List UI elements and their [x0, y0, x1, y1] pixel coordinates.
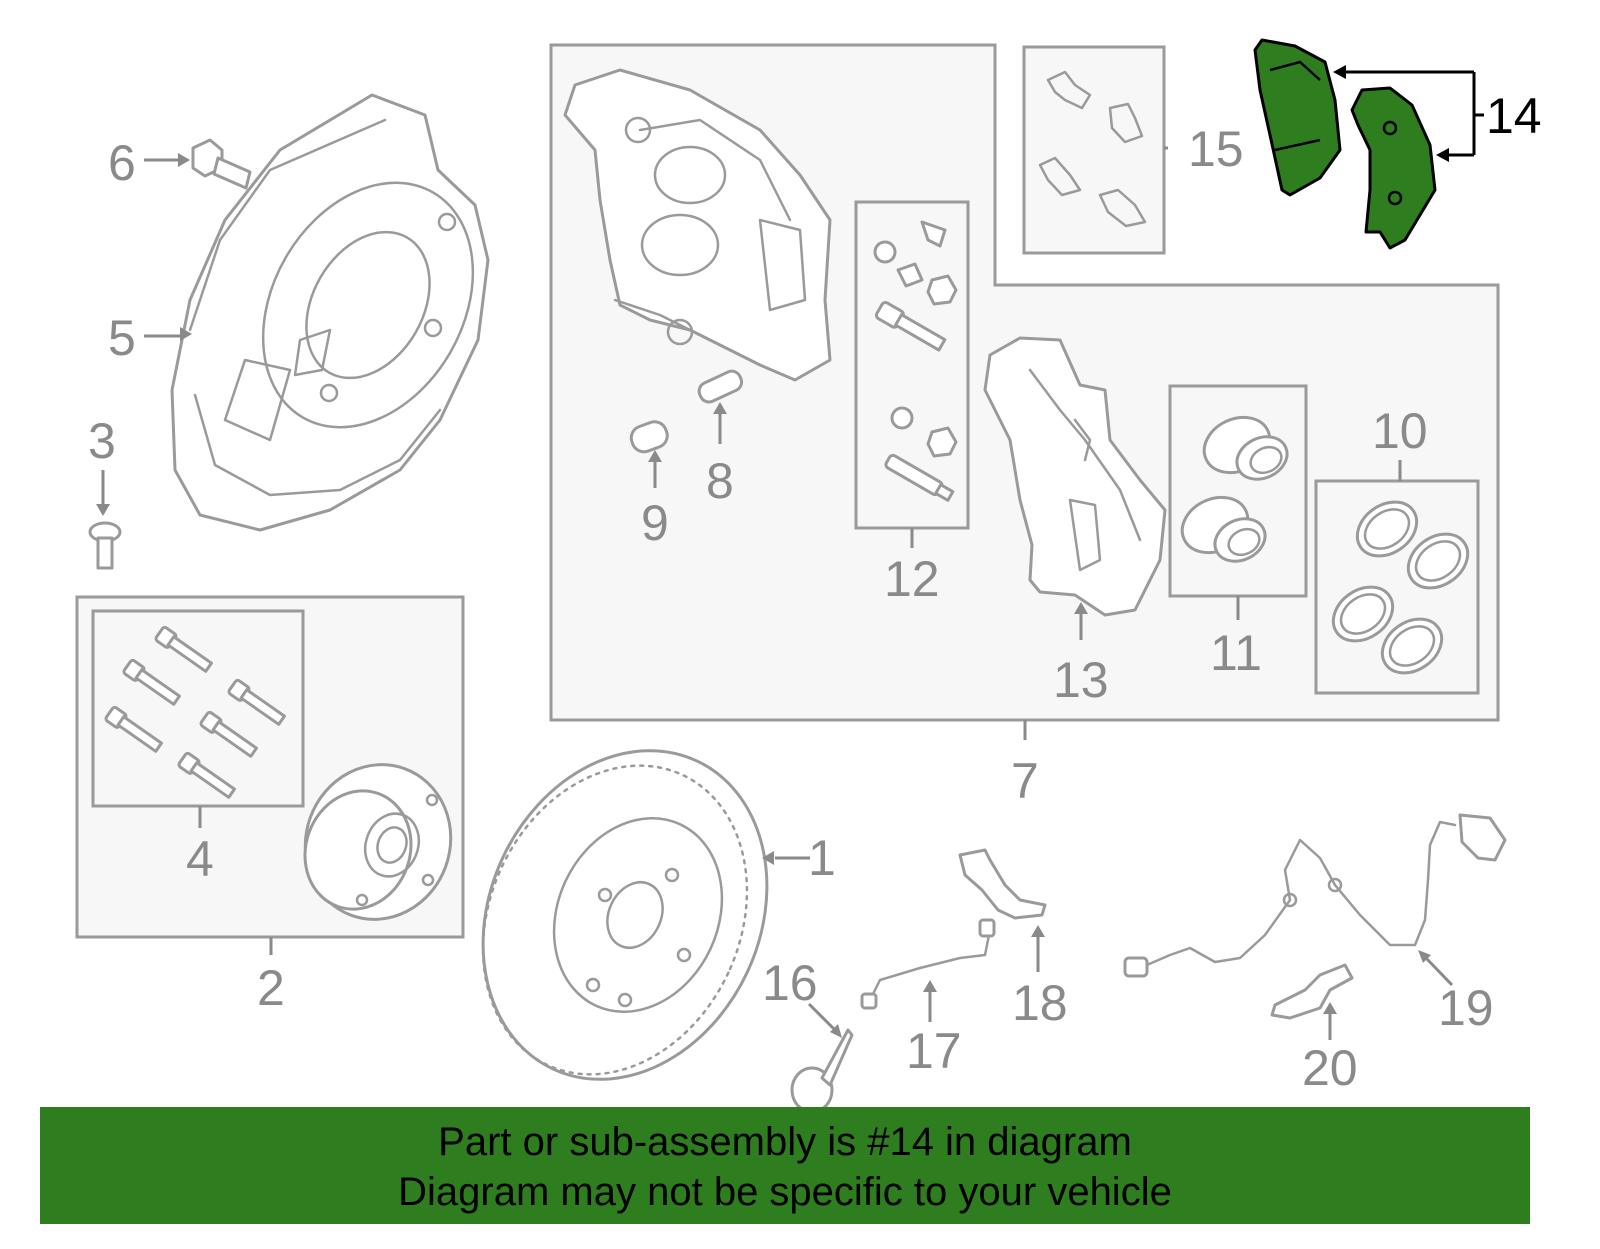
callout-numbers: 1 2 3 4 5 6 7 8 9 10 11 12 13 14 15 16 1… [88, 88, 1542, 1096]
callout-3: 3 [88, 413, 116, 469]
callout-13: 13 [1053, 652, 1109, 708]
part-12-guide-pin-kit [873, 220, 958, 502]
part-11-caliper-pistons [1180, 415, 1289, 563]
callout-17: 17 [906, 1023, 962, 1079]
part-18-bracket [958, 848, 1047, 920]
part-16-clip [790, 1028, 854, 1114]
callout-8: 8 [706, 453, 734, 509]
part-3-bolt [88, 521, 122, 570]
callout-9: 9 [641, 495, 669, 551]
part-20-bracket [1270, 963, 1354, 1020]
callout-20: 20 [1302, 1040, 1358, 1096]
callout-14: 14 [1486, 88, 1542, 144]
part-6-bolt [191, 138, 252, 190]
part-15-pad-clips [1038, 70, 1147, 228]
leader-lines [96, 146, 1454, 1040]
callout-4: 4 [186, 831, 214, 887]
callout-15: 15 [1188, 121, 1244, 177]
callout-16: 16 [762, 955, 818, 1011]
callout-18: 18 [1012, 975, 1068, 1031]
callout-2: 2 [257, 960, 285, 1016]
banner-line-1: Part or sub-assembly is #14 in diagram [438, 1120, 1132, 1164]
callout-19: 19 [1438, 980, 1494, 1036]
callout-5: 5 [108, 310, 136, 366]
part-1-brake-rotor [481, 749, 769, 1081]
callout-10: 10 [1372, 403, 1428, 459]
part-9-boot [629, 420, 669, 454]
info-banner: Part or sub-assembly is #14 in diagram D… [40, 1107, 1530, 1224]
part-caliper-housing [563, 68, 832, 382]
part-14-brake-pads [1253, 38, 1437, 250]
callout-6: 6 [108, 135, 136, 191]
part-10-piston-seals [1331, 500, 1470, 675]
part-4-wheel-studs [104, 625, 286, 799]
callout-12: 12 [884, 551, 940, 607]
callout-7: 7 [1011, 753, 1039, 809]
part-2-hub-bearing [303, 763, 453, 921]
part-8-guide-sleeve [697, 369, 744, 404]
callout-11: 11 [1210, 625, 1262, 681]
leader-14 [1333, 65, 1484, 162]
part-19-abs-sensor [1123, 813, 1507, 978]
banner-line-2: Diagram may not be specific to your vehi… [398, 1170, 1172, 1214]
part-13-caliper-bracket [983, 336, 1167, 617]
part-17-wear-sensor [860, 918, 996, 1010]
callout-1: 1 [808, 830, 836, 886]
part-5-splash-shield [170, 93, 490, 532]
